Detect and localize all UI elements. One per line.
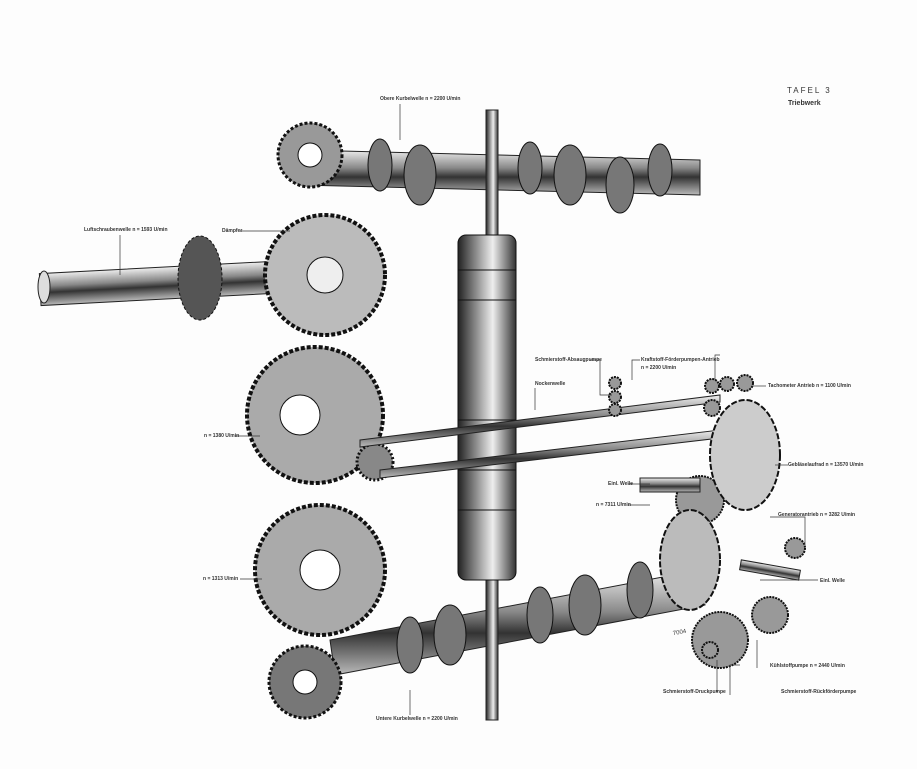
lower-crankshaft (329, 561, 706, 676)
camshafts (359, 394, 721, 479)
label-upper-crankshaft: Obere Kurbelwelle n = 2200 U/min (380, 96, 461, 102)
label-tachometer-drive: Tachometer Antrieb n = 1100 U/min (768, 383, 851, 389)
label-coolant-pump: Kühlstoffpumpe n = 2440 U/min (770, 663, 845, 669)
accessory-gears (608, 374, 806, 669)
propeller-shaft (37, 235, 332, 321)
leader-lines (119, 104, 818, 715)
blower-impeller (639, 399, 801, 611)
label-input-shaft-1: Einl. Welle (608, 481, 633, 487)
label-blower-impeller: Gebläselaufrad n = 13570 U/min (788, 462, 864, 468)
label-oil-pressure-pump: Schmierstoff-Druckpumpe (663, 689, 726, 695)
label-oil-return-pump: Schmierstoff-Rückförderpumpe (781, 689, 857, 695)
label-lower-crankshaft: Untere Kurbelwelle n = 2200 U/min (376, 716, 458, 722)
label-fuel-pump-drive: Kraftstoff-Förderpumpen-Antrieb (641, 357, 720, 363)
gear-train (245, 121, 395, 720)
upper-crankshaft (299, 138, 701, 214)
label-damper: Dämpfer (222, 228, 243, 234)
label-gear-1380: n = 1380 U/min (204, 433, 240, 439)
label-gear-1313: n = 1313 U/min (203, 576, 239, 582)
label-fuel-pump-speed: n = 2200 U/min (641, 365, 677, 371)
plate-number: TAFEL 3 (787, 86, 832, 95)
plate-title: Triebwerk (788, 100, 821, 107)
label-speed-7311: n = 7311 U/min (596, 502, 631, 508)
label-input-shaft-2: Einl. Welle (820, 578, 845, 584)
label-propeller-shaft: Luftschraubenwelle n = 1593 U/min (84, 227, 168, 233)
label-camshaft: Nockenwelle (535, 381, 566, 387)
label-scavenge-pump: Schmierstoff-Absaugpumpe (535, 357, 602, 363)
vertical-shaft (457, 109, 517, 721)
label-generator-drive: Generatorantrieb n = 3282 U/min (778, 512, 856, 518)
